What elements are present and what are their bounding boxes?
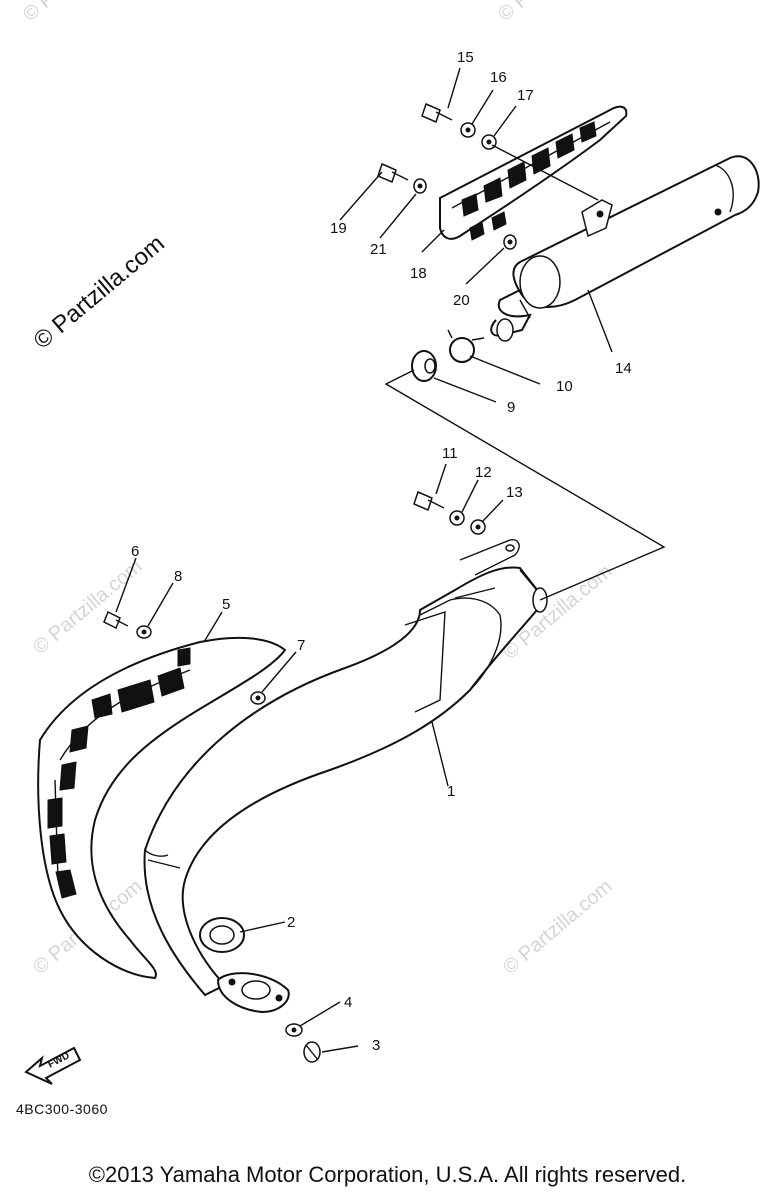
part-10-clamp: [447, 329, 485, 363]
callout-12: 12: [475, 464, 492, 481]
callout-6: 6: [131, 543, 139, 560]
watermark: © Partzilla.com: [29, 555, 146, 658]
callouts: 15 16 17 19 21 18 20 14 10 9 11 12 13 6 …: [131, 49, 632, 1054]
part-7-washer: [250, 691, 266, 705]
part-20-washer: [503, 234, 517, 250]
callout-21: 21: [370, 241, 387, 258]
part-2-gasket: [199, 917, 245, 953]
callout-3: 3: [372, 1037, 380, 1054]
watermark: © Partzilla.com: [499, 875, 616, 978]
callout-5: 5: [222, 596, 230, 613]
part-18-silencer-guard: [439, 105, 628, 241]
part-6-bolt: [103, 610, 129, 630]
part-21-washer: [413, 178, 427, 194]
callout-11: 11: [442, 445, 458, 462]
part-1-exhaust-pipe: [143, 539, 548, 997]
callout-7: 7: [297, 637, 305, 654]
callout-13: 13: [506, 484, 523, 501]
flange-plate: [216, 972, 290, 1014]
callout-4: 4: [344, 994, 352, 1011]
part-12-washer: [449, 510, 465, 526]
callout-15: 15: [457, 49, 474, 66]
part-3-bolt: [303, 1041, 321, 1063]
fwd-arrow-icon: FWD: [24, 1046, 82, 1085]
watermarks: © Partzilla.com © Partzilla.com © Partzi…: [19, 0, 616, 979]
watermark-large: © Partzilla.com: [29, 230, 170, 355]
copyright-notice: ©2013 Yamaha Motor Corporation, U.S.A. A…: [88, 1162, 687, 1187]
callout-17: 17: [517, 87, 534, 104]
callout-9: 9: [507, 399, 515, 416]
callout-1: 1: [447, 783, 455, 800]
guard-vent-slots: [47, 647, 191, 899]
callout-20: 20: [453, 292, 470, 309]
part-14-silencer: [490, 155, 760, 342]
part-15-bolt: [421, 102, 453, 124]
callout-2: 2: [287, 914, 295, 931]
watermark: © Partzilla.com: [19, 0, 136, 26]
part-4-washer: [285, 1023, 303, 1037]
callout-18: 18: [410, 265, 427, 282]
callout-16: 16: [490, 69, 507, 86]
callout-8: 8: [174, 568, 182, 585]
part-9-grommet: [411, 350, 437, 382]
part-5-heat-guard: [37, 636, 287, 980]
part-16-washer: [460, 122, 476, 138]
diagram-code: 4BC300-3060: [16, 1101, 108, 1117]
callout-19: 19: [330, 220, 347, 237]
part-11-bolt: [413, 490, 445, 512]
callout-14: 14: [615, 360, 632, 377]
part-13-washer: [470, 519, 486, 535]
callout-10: 10: [556, 378, 573, 395]
part-8-washer: [136, 625, 152, 639]
leader-lines: [115, 67, 666, 1053]
part-17-washer: [481, 134, 497, 150]
watermark: © Partzilla.com: [494, 0, 611, 26]
part-19-bolt: [377, 162, 409, 184]
